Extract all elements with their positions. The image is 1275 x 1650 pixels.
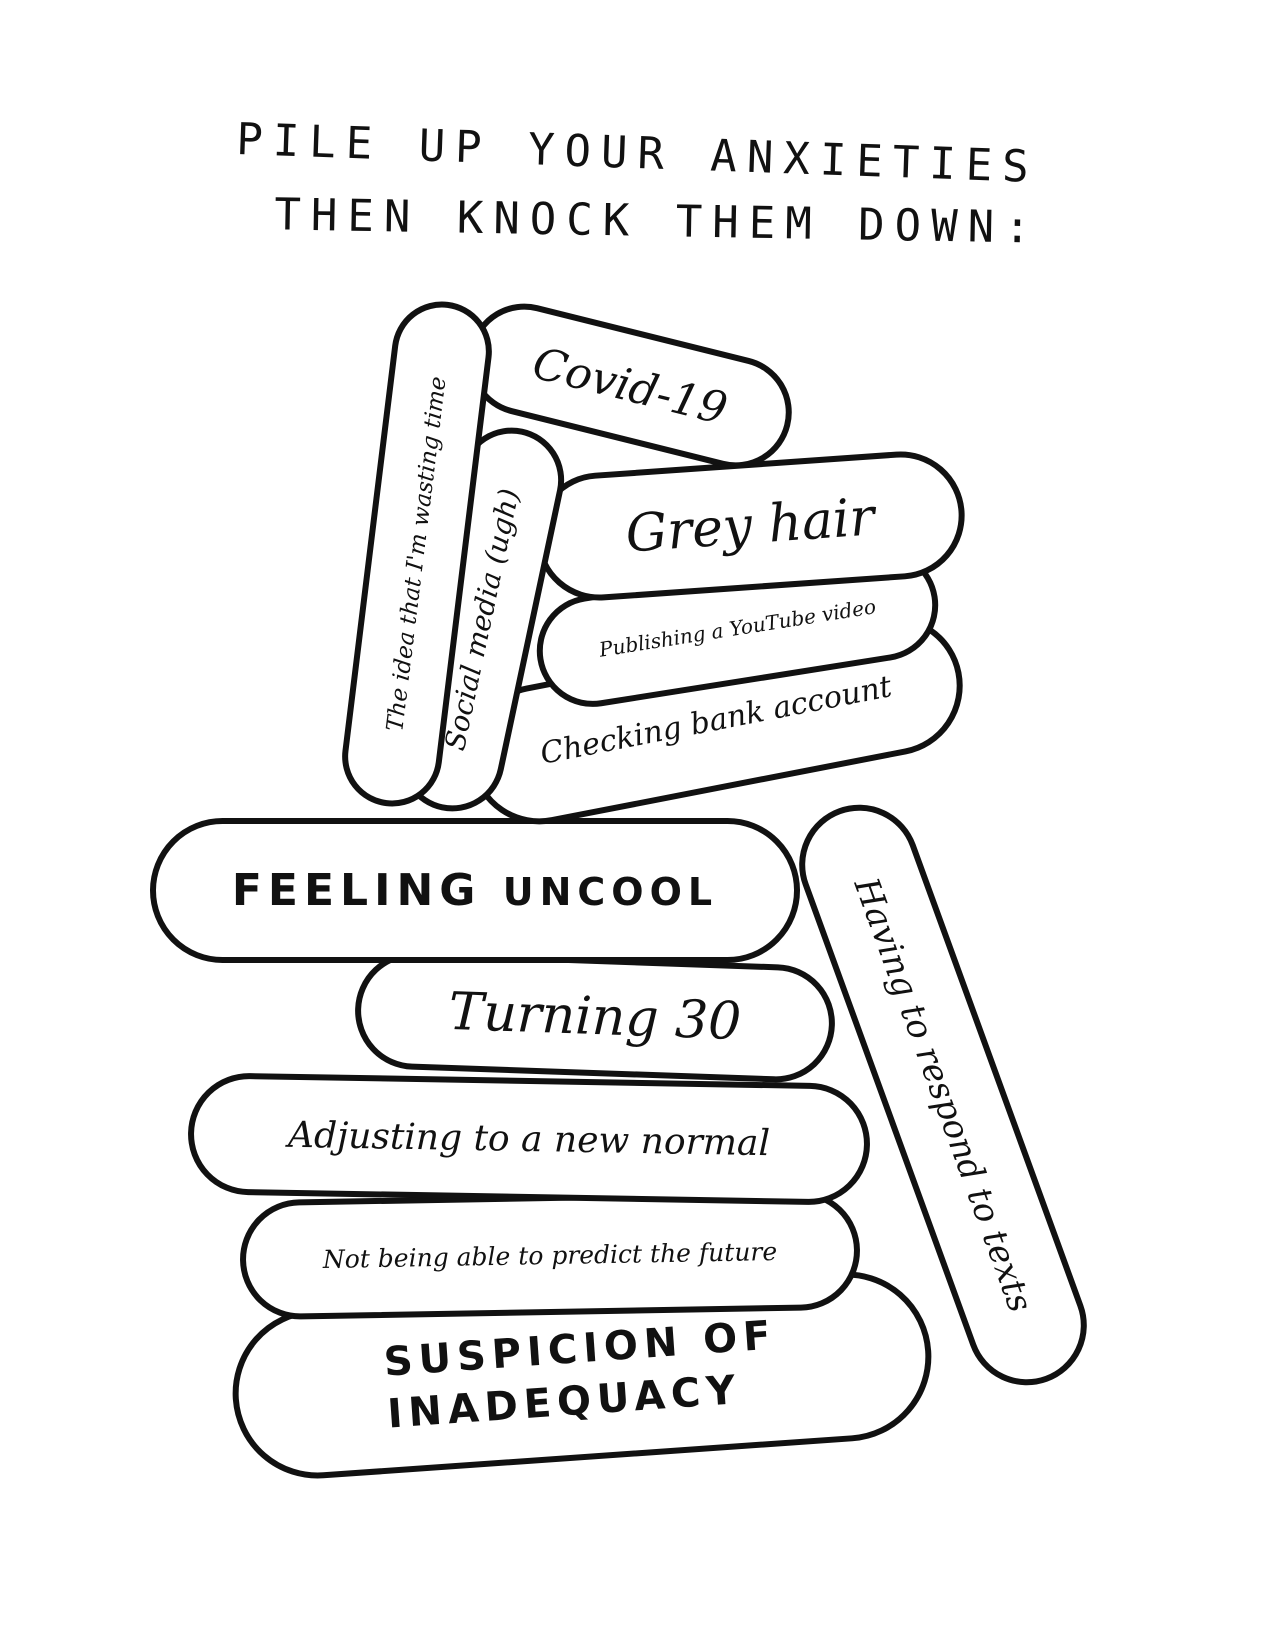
stone-covid-label: Covid-19 [527,337,733,435]
stone-youtube-label: Publishing a YouTube video [597,594,878,662]
stone-future: Not being able to predict the future [239,1189,861,1321]
title-line-1: PILE UP YOUR ANXIETIES [235,114,1040,193]
stone-turning-30: Turning 30 [353,949,837,1085]
stone-grey-hair-label: Grey hair [623,487,877,565]
stone-texts-label: Having to respond to texts [845,872,1041,1318]
title-line-2: THEN KNOCK THEM DOWN: [273,189,1042,254]
stone-turning-30-label: Turning 30 [447,981,743,1053]
stone-uncool: FEELING UNCOOL [150,818,800,963]
stone-new-normal: Adjusting to a new normal [186,1072,872,1206]
stone-uncool-word-2: UNCOOL [502,870,719,914]
stone-new-normal-label: Adjusting to a new normal [287,1114,771,1164]
stone-future-label: Not being able to predict the future [322,1236,778,1274]
stone-wasting-time-label: The idea that I'm wasting time [382,375,452,733]
stone-uncool-word-1: FEELING [231,865,482,916]
